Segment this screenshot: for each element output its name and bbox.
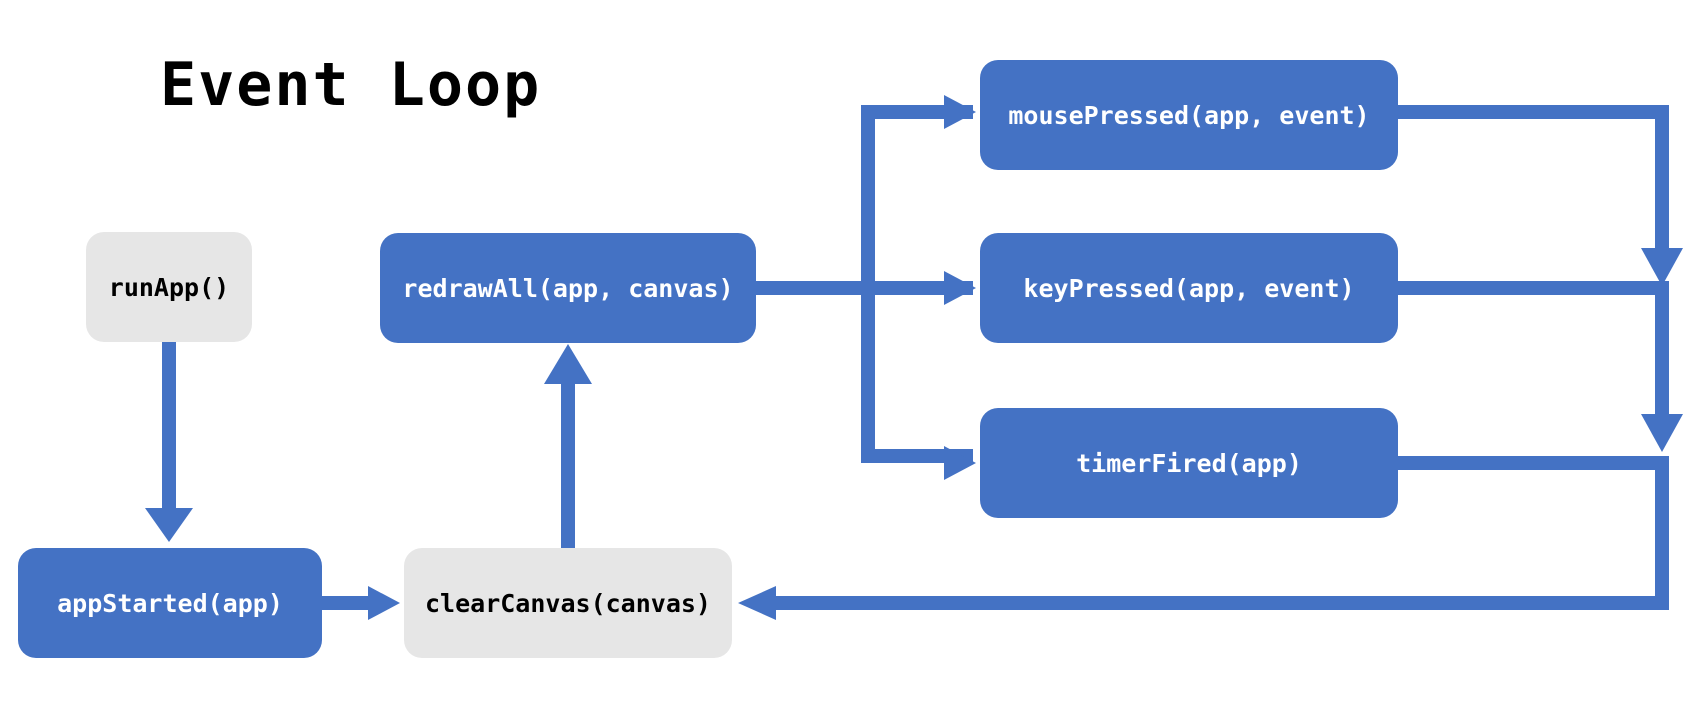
node-keypressed[interactable]: keyPressed(app, event)	[980, 233, 1398, 343]
edge-to-timerfired	[944, 446, 976, 480]
node-runapp-label: runApp()	[108, 272, 230, 302]
node-keypressed-label: keyPressed(app, event)	[1023, 273, 1355, 303]
node-mousepressed-label: mousePressed(app, event)	[1008, 100, 1370, 130]
node-timerfired[interactable]: timerFired(app)	[980, 408, 1398, 518]
node-appstarted[interactable]: appStarted(app)	[18, 548, 322, 658]
node-redrawall[interactable]: redrawAll(app, canvas)	[380, 233, 756, 343]
node-timerfired-label: timerFired(app)	[1076, 448, 1302, 478]
edge-to-mousepressed	[944, 95, 976, 129]
node-redrawall-label: redrawAll(app, canvas)	[402, 273, 734, 303]
edge-clearcanvas-to-redrawall	[544, 344, 592, 552]
edge-keypressed-return	[1398, 281, 1683, 452]
node-runapp[interactable]: runApp()	[86, 232, 252, 342]
page-title: Event Loop	[160, 50, 542, 120]
edge-timerfired-return-to-clearcanvas	[738, 456, 1669, 620]
node-appstarted-label: appStarted(app)	[57, 588, 283, 618]
edge-to-keypressed	[861, 271, 976, 305]
edge-runapp-to-appstarted	[145, 342, 193, 542]
node-clearcanvas-label: clearCanvas(canvas)	[425, 588, 711, 618]
edge-appstarted-to-clearcanvas	[322, 586, 400, 620]
node-clearcanvas[interactable]: clearCanvas(canvas)	[404, 548, 732, 658]
node-mousepressed[interactable]: mousePressed(app, event)	[980, 60, 1398, 170]
edge-mousepressed-return	[1398, 105, 1683, 286]
